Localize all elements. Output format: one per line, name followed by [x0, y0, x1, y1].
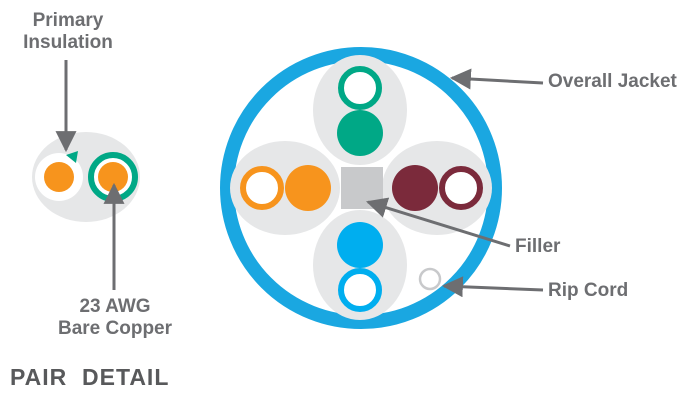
label-pair-detail: PAIR DETAIL — [10, 364, 170, 390]
pair-green-insulated-conductor — [338, 66, 382, 110]
pair-detail — [32, 132, 140, 222]
label-filler: Filler — [515, 236, 561, 257]
label-rip-cord: Rip Cord — [548, 280, 629, 301]
pair-brown-insulated-conductor — [439, 166, 483, 210]
overall-jacket-leader — [449, 68, 544, 90]
pair-orange — [230, 141, 340, 235]
label-bare-copper: 23 AWG Bare Copper — [52, 296, 178, 340]
pair-detail-conductor-bare-core — [44, 162, 74, 192]
label-bare-copper-line2: Bare Copper — [57, 318, 173, 339]
label-primary-insulation: Primary Insulation — [2, 10, 134, 54]
pair-brown-solid-conductor — [392, 165, 438, 211]
filler-leader — [365, 197, 511, 248]
rip-cord-leader — [441, 276, 544, 298]
label-primary-insulation-line1: Primary — [32, 10, 104, 31]
cable-cross-section — [220, 47, 502, 329]
leader-lines — [55, 60, 544, 298]
pair-green — [313, 55, 407, 165]
pair-green-solid-conductor — [337, 110, 383, 156]
filler-square — [341, 167, 383, 209]
pair-blue — [313, 210, 407, 320]
rip-cord-circle — [418, 267, 442, 291]
label-overall-jacket: Overall Jacket — [548, 71, 677, 92]
pair-brown — [382, 141, 492, 235]
label-primary-insulation-line2: Insulation — [23, 32, 113, 53]
pair-blue-insulated-conductor — [338, 268, 382, 312]
pair-detail-insulation-tick — [66, 151, 78, 163]
pair-orange-insulated-conductor — [240, 166, 284, 210]
label-bare-copper-line1: 23 AWG — [79, 296, 151, 317]
pair-blue-solid-conductor — [337, 222, 383, 268]
pair-orange-solid-conductor — [285, 165, 331, 211]
